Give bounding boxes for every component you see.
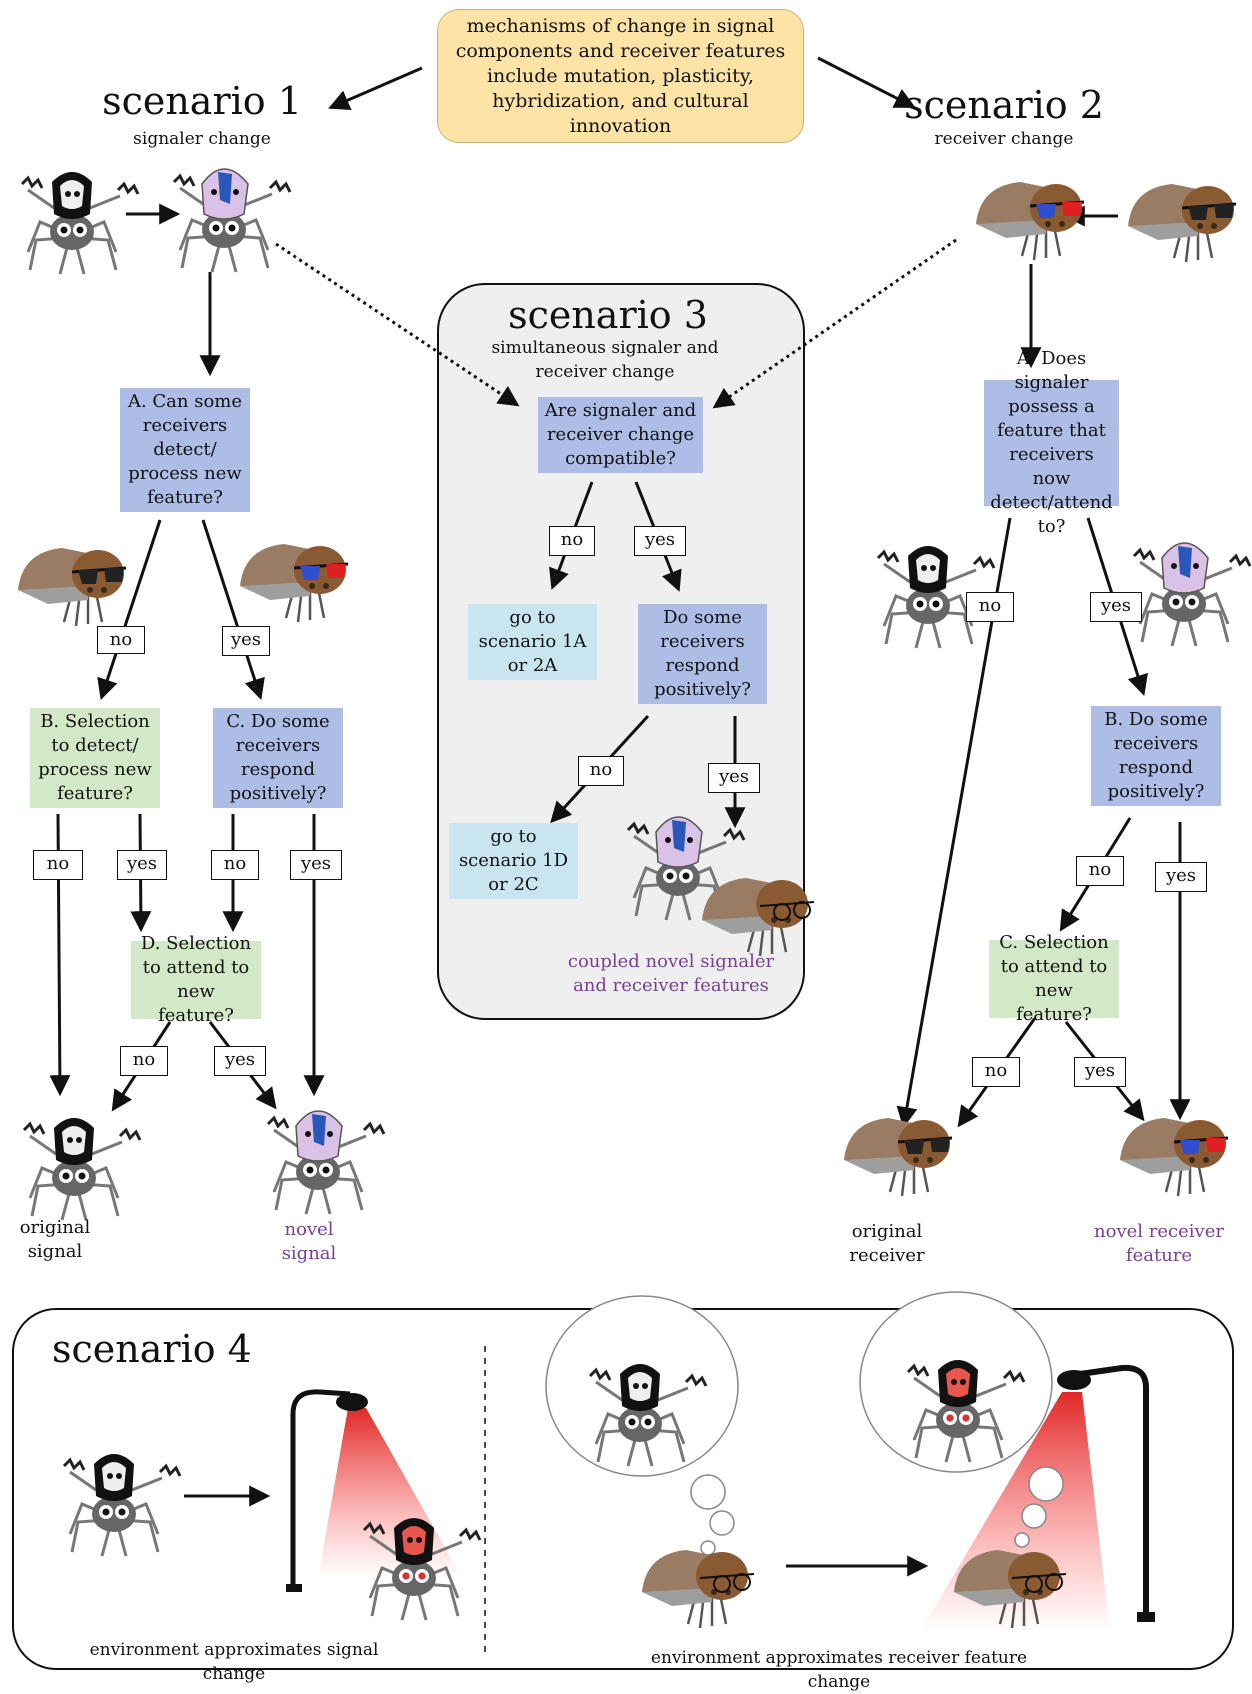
label-yes: yes bbox=[117, 850, 167, 880]
scenario-2-subtitle: receiver change bbox=[934, 129, 1074, 149]
receiver-sunglasses-icon bbox=[844, 1118, 952, 1196]
spider-novel-icon bbox=[268, 1111, 384, 1214]
label-yes: yes bbox=[1155, 862, 1207, 892]
coupled-features-label: coupled novel signaler and receiver feat… bbox=[567, 951, 775, 996]
label-yes: yes bbox=[708, 763, 760, 793]
scenario-3-title: scenario 3 bbox=[508, 293, 708, 337]
receiver-sunglasses-icon bbox=[18, 548, 126, 626]
spider-novel-icon bbox=[1134, 543, 1250, 646]
label-yes: yes bbox=[1074, 1057, 1126, 1087]
spider-novel-icon bbox=[174, 169, 290, 272]
spider-original-icon bbox=[64, 1454, 180, 1556]
label-yes: yes bbox=[222, 626, 270, 656]
scenario4-left-caption: environment approximates signal change bbox=[89, 1640, 379, 1684]
scenario2-question-a: A. Does signaler possess a feature that … bbox=[984, 348, 1119, 537]
label-no: no bbox=[1076, 856, 1124, 886]
label-no: no bbox=[578, 756, 624, 786]
spider-red-icon bbox=[908, 1360, 1024, 1462]
receiver-3d-glasses-icon bbox=[1120, 1118, 1228, 1196]
label-yes: yes bbox=[290, 850, 342, 880]
original-signal-label: original signal bbox=[19, 1217, 91, 1262]
spider-red-icon bbox=[364, 1518, 480, 1620]
arrow-to-scenario2 bbox=[817, 56, 916, 108]
novel-receiver-label: novel receiver feature bbox=[1094, 1221, 1224, 1266]
receiver-sunglasses-icon bbox=[1128, 184, 1236, 262]
scenario-2-title: scenario 2 bbox=[904, 83, 1104, 127]
label-no: no bbox=[33, 850, 83, 880]
scenario1-question-a: A. Can some receivers detect/ process ne… bbox=[120, 388, 250, 512]
scenario1-question-c: C. Do some receivers respond positively? bbox=[213, 708, 343, 808]
label-no: no bbox=[972, 1057, 1020, 1087]
mechanisms-box: mechanisms of change in signal component… bbox=[437, 9, 804, 143]
receiver-reading-glasses-icon bbox=[642, 1550, 754, 1628]
scenario-1-subtitle: signaler change bbox=[133, 129, 271, 149]
label-no: no bbox=[966, 592, 1014, 622]
scenario3-compatible-question: Are signaler and receiver change compati… bbox=[538, 397, 703, 473]
scenario2-question-b: B. Do some receivers respond positively? bbox=[1091, 706, 1221, 806]
label-yes: yes bbox=[634, 526, 686, 556]
label-no: no bbox=[211, 850, 259, 880]
spider-original-icon bbox=[24, 1118, 140, 1220]
label-yes: yes bbox=[214, 1046, 266, 1076]
label-no: no bbox=[549, 526, 595, 556]
original-receiver-label: original receiver bbox=[849, 1221, 925, 1266]
scenario1-selection-d: D. Selection to attend to new feature? bbox=[131, 933, 261, 1026]
novel-signal-label: novel signal bbox=[281, 1219, 337, 1264]
scenario3-goto-1a-2a: go to scenario 1A or 2A bbox=[468, 604, 597, 680]
spider-original-icon bbox=[22, 172, 138, 274]
receiver-3d-glasses-icon bbox=[976, 182, 1084, 260]
scenario3-respond-question: Do some receivers respond positively? bbox=[638, 604, 767, 704]
scenario-1-title: scenario 1 bbox=[102, 79, 302, 123]
label-no: no bbox=[120, 1046, 168, 1076]
scenario1-selection-b: B. Selection to detect/ process new feat… bbox=[30, 708, 160, 808]
spider-original-icon bbox=[590, 1364, 706, 1466]
receiver-reading-glasses-icon bbox=[702, 878, 814, 956]
receiver-reading-glasses-icon bbox=[954, 1550, 1066, 1628]
scenario-3-subtitle: simultaneous signaler and receiver chang… bbox=[491, 338, 719, 382]
scenario-4-title: scenario 4 bbox=[52, 1327, 252, 1371]
dotted-arrow-left bbox=[275, 242, 520, 407]
scenario2-selection-c: C. Selection to attend to new feature? bbox=[989, 932, 1119, 1025]
arrow-to-scenario1 bbox=[328, 66, 423, 110]
label-yes: yes bbox=[1090, 592, 1142, 622]
label-no: no bbox=[97, 626, 145, 654]
scenario4-right-caption: environment approximates receiver featur… bbox=[650, 1648, 1028, 1692]
scenario3-goto-1d-2c: go to scenario 1D or 2C bbox=[449, 823, 578, 899]
receiver-3d-glasses-icon bbox=[240, 544, 348, 622]
